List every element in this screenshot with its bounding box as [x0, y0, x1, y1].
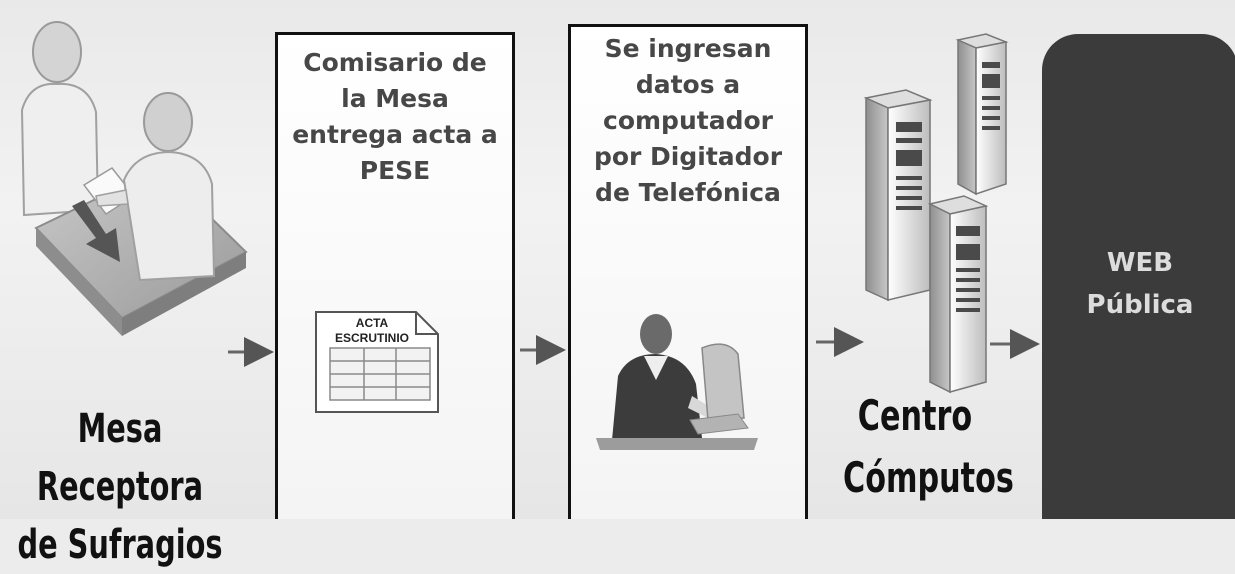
step-ingreso-text: Se ingresan datos a computador por Digit…: [593, 34, 783, 207]
centro-computos-caption: Centro Cómputos: [843, 391, 1014, 502]
web-publica-label: WEB Pública: [1086, 248, 1194, 320]
step-comisario-box: Comisario de la Mesa entrega acta a PESE: [275, 32, 515, 519]
step-comisario-text: Comisario de la Mesa entrega acta a PESE: [292, 48, 498, 185]
web-publica-panel: WEB Pública: [1042, 34, 1235, 519]
step-ingreso-box: Se ingresan datos a computador por Digit…: [568, 24, 808, 519]
mesa-receptora-caption: Mesa Receptora de Sufragios: [17, 406, 223, 568]
people-table-icon: [20, 21, 248, 336]
